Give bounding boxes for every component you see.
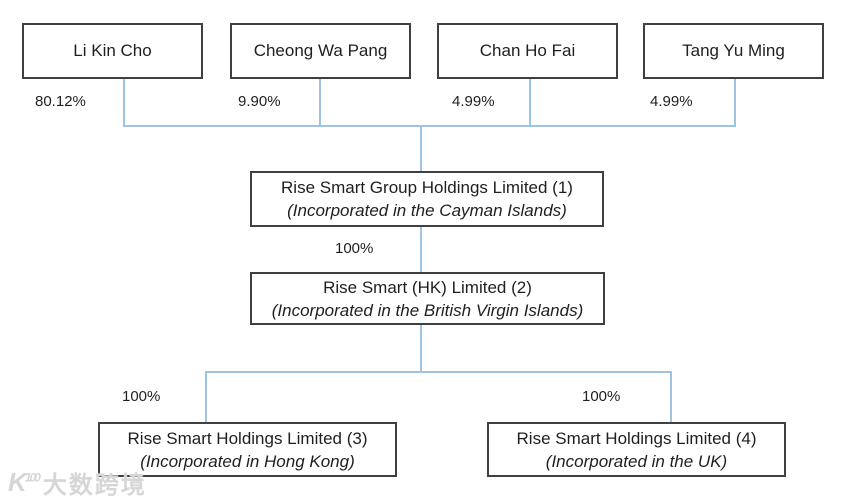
connector-line [205,371,207,423]
company-box-hk-limited: Rise Smart (HK) Limited (2) (Incorporate… [250,272,605,325]
shareholder-name: Chan Ho Fai [479,41,576,60]
company-name: Rise Smart Holdings Limited (3) [127,428,368,448]
connector-line [319,79,321,127]
shareholder-box-tang-yu-ming: Tang Yu Ming [643,23,824,79]
company-incorporation: (Incorporated in Hong Kong) [140,451,355,471]
company-box-holdings-uk-sub: Rise Smart Holdings Limited (4) (Incorpo… [487,422,786,477]
company-name: Rise Smart Holdings Limited (4) [516,428,757,448]
ownership-percent-label: 100% [582,388,621,405]
shareholder-name: Li Kin Cho [73,41,152,60]
ownership-percent-label: 4.99% [650,93,693,110]
watermark-text: 大数跨境 [42,472,147,497]
company-box-holdings-hk-sub: Rise Smart Holdings Limited (3) (Incorpo… [98,422,397,477]
ownership-percent-label: 100% [122,388,161,405]
ownership-percent-label: 9.90% [238,93,281,110]
connector-line [529,79,531,127]
connector-line [123,125,736,127]
connector-line [420,125,422,171]
shareholder-box-li-kin-cho: Li Kin Cho [22,23,203,79]
ownership-percent-label: 80.12% [35,93,86,110]
connector-line [123,79,125,127]
company-name: Rise Smart (HK) Limited (2) [323,277,532,297]
watermark: K100 大数跨境 [8,465,147,497]
connector-line [734,79,736,127]
shareholder-box-cheong-wa-pang: Cheong Wa Pang [230,23,411,79]
shareholder-name: Tang Yu Ming [682,41,785,60]
company-incorporation: (Incorporated in the Cayman Islands) [287,201,567,220]
connector-line [670,371,672,423]
ownership-percent-label: 100% [335,240,374,257]
watermark-logo-icon: K100 [8,467,41,497]
connector-line [205,371,672,373]
company-box-group-holdings: Rise Smart Group Holdings Limited (1) (I… [250,171,604,227]
connector-line [420,227,422,272]
connector-line [420,325,422,373]
shareholder-name: Cheong Wa Pang [253,41,388,60]
company-incorporation: (Incorporated in the British Virgin Isla… [271,300,584,320]
shareholder-box-chan-ho-fai: Chan Ho Fai [437,23,618,79]
ownership-percent-label: 4.99% [452,93,495,110]
company-incorporation: (Incorporated in the UK) [545,451,728,471]
company-name: Rise Smart Group Holdings Limited (1) [281,178,573,197]
